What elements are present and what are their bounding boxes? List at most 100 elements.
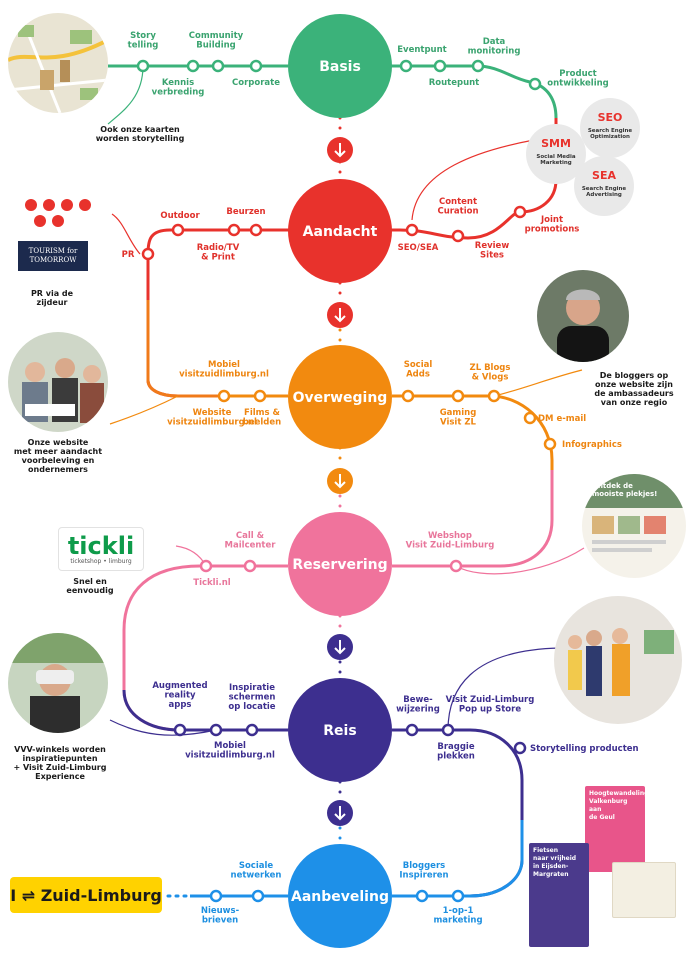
label-line: visitzuidlimburg.nl	[185, 751, 275, 761]
label-line: Ontdek de	[592, 482, 633, 490]
label-line: plekken	[437, 752, 475, 762]
label-line: Building	[196, 41, 236, 51]
label-line: & Print	[201, 253, 235, 263]
label-line: onze website zijn	[595, 380, 673, 389]
brochure1-line-2: Valkenburg aan	[589, 798, 628, 813]
reis-to-aanbeveling	[392, 820, 524, 898]
label-line: 1-op-1	[443, 906, 474, 916]
label-line: Story	[130, 31, 156, 41]
tourism-line-1: TOURISM for	[28, 247, 78, 255]
station	[405, 723, 419, 737]
station	[245, 723, 259, 737]
label-line: Sociale	[239, 861, 274, 871]
bloggers-connector	[493, 369, 583, 397]
station	[217, 389, 231, 403]
station	[415, 889, 429, 903]
label-line: Visit Zuid-Limburg	[446, 695, 535, 705]
label-dm: DM e-mail	[538, 414, 586, 424]
station	[401, 389, 415, 403]
label-line: Visit Zuid-Limburg	[406, 541, 495, 551]
hub-aanbeveling-label: Aanbeveling	[291, 889, 389, 905]
label-line: Mailcenter	[225, 541, 277, 551]
station	[523, 411, 537, 425]
label-line: Review	[475, 241, 510, 251]
label-line: beelden	[243, 418, 281, 428]
label-pr: PR	[122, 250, 135, 260]
label-line: Social Media	[536, 154, 575, 160]
label-eventpunt: Eventpunt	[397, 45, 446, 55]
stations	[136, 59, 557, 903]
station	[513, 741, 527, 755]
hub-overweging: Overweging	[288, 345, 392, 449]
label-radio: Radio/TV& Print	[197, 243, 240, 263]
label-line: Adds	[406, 370, 430, 380]
station	[199, 559, 213, 573]
label-line: Corporate	[232, 78, 280, 88]
station	[136, 59, 150, 73]
label-line: schermen	[229, 693, 276, 703]
label-line: & Vlogs	[472, 373, 509, 383]
label-line: mooiste plekjes!	[592, 490, 657, 498]
label-routepunt: Routepunt	[429, 78, 480, 88]
man-portrait-photo	[537, 270, 629, 362]
vr-photo	[8, 633, 108, 733]
station	[227, 223, 241, 237]
label-line: eenvoudig	[66, 586, 113, 595]
label-line: Nieuws-	[201, 906, 240, 916]
smm-title: SMM	[541, 137, 571, 150]
station	[399, 59, 413, 73]
label-line: de ambassadeurs	[594, 389, 674, 398]
label-call: Call &Mailcenter	[225, 531, 277, 551]
station	[441, 723, 455, 737]
label-line: PR	[122, 250, 135, 260]
hub-aandacht: Aandacht	[288, 179, 392, 283]
station	[487, 389, 501, 403]
label-line: Marketing	[540, 160, 572, 166]
label-corporate: Corporate	[232, 78, 280, 88]
station	[471, 59, 485, 73]
label-line: Joint	[540, 215, 563, 225]
label-line: Inspireren	[399, 871, 448, 881]
brochure-small	[612, 862, 676, 918]
label-line: met meer aandacht	[14, 447, 102, 456]
label-line: Radio/TV	[197, 243, 240, 253]
label-line: ondernemers	[28, 465, 88, 474]
station	[243, 559, 257, 573]
label-line: worden storytelling	[96, 134, 185, 143]
label-line: op locatie	[228, 702, 275, 712]
seo-title: SEO	[598, 111, 623, 124]
twitter-icon	[25, 199, 37, 211]
station	[251, 889, 265, 903]
label-line: visitzuidlimburg.nl	[167, 418, 257, 428]
station	[253, 389, 267, 403]
tickli-subtitle: ticketshop • limburg	[70, 557, 132, 565]
label-line: Bloggers	[403, 861, 445, 871]
label-line: promotions	[525, 225, 580, 235]
brochure-fietsen: Fietsen naar vrijheid in Eijsden- Margra…	[529, 843, 589, 947]
tourism-line-2: TOMORROW	[29, 256, 77, 264]
label-line: Data	[483, 37, 506, 47]
label-line: Kennis	[162, 78, 194, 88]
down-arrow-icon	[327, 468, 353, 494]
station	[186, 59, 200, 73]
brochure2-line-1: Fietsen	[533, 847, 559, 854]
label-bewegwijzering: Bewe-wijzering	[396, 695, 440, 715]
